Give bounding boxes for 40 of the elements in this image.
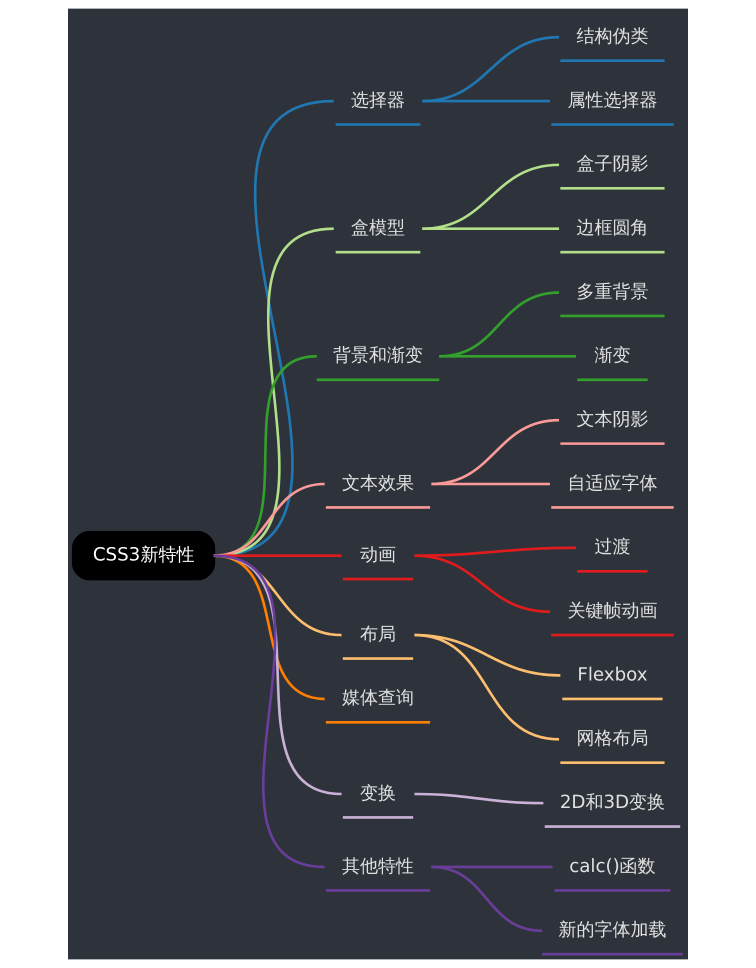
- node-text: 2D和3D变换: [560, 792, 666, 813]
- node-text: 多重背景: [576, 281, 648, 302]
- node-text: Flexbox: [577, 664, 648, 686]
- node-text: 动画: [360, 544, 396, 566]
- connector: [422, 100, 550, 102]
- connector: [414, 554, 550, 613]
- node-text: 布局: [360, 624, 396, 645]
- connector: [431, 866, 542, 932]
- node-text: 自适应字体: [567, 472, 658, 494]
- connector: [214, 482, 325, 557]
- node-text: 过渡: [594, 536, 630, 558]
- connector: [214, 100, 334, 557]
- connector: [422, 227, 560, 230]
- node-text: 其他特性: [342, 856, 414, 877]
- node-text: 属性选择器: [567, 90, 658, 111]
- connector: [431, 482, 550, 486]
- node-text: 背景和渐变: [333, 345, 423, 366]
- connector: [214, 227, 334, 557]
- node-text: 边框圆角: [576, 218, 648, 239]
- connector: [431, 418, 560, 486]
- node-text: 结构伪类: [576, 26, 648, 48]
- connector: [422, 164, 560, 230]
- node-box: CSS3新特性: [72, 530, 216, 580]
- node-text: 文本阴影: [576, 408, 648, 430]
- node-text: 媒体查询: [342, 688, 414, 709]
- node-text: 选择器: [351, 90, 405, 111]
- node-text: 网格布局: [576, 728, 648, 750]
- node-text: 变换: [360, 782, 396, 804]
- connector: [414, 634, 560, 741]
- node-text: 盒子阴影: [576, 154, 648, 175]
- node-text: 文本效果: [342, 472, 414, 494]
- node-text: 关键帧动画: [567, 600, 658, 622]
- node-text: calc()函数: [569, 856, 656, 877]
- node-text: 新的字体加载: [558, 920, 666, 941]
- node-text: 盒模型: [351, 218, 405, 239]
- connector: [422, 36, 560, 102]
- node-text: 渐变: [594, 345, 630, 366]
- connector: [414, 792, 544, 804]
- connector: [439, 355, 576, 358]
- connector: [214, 554, 325, 868]
